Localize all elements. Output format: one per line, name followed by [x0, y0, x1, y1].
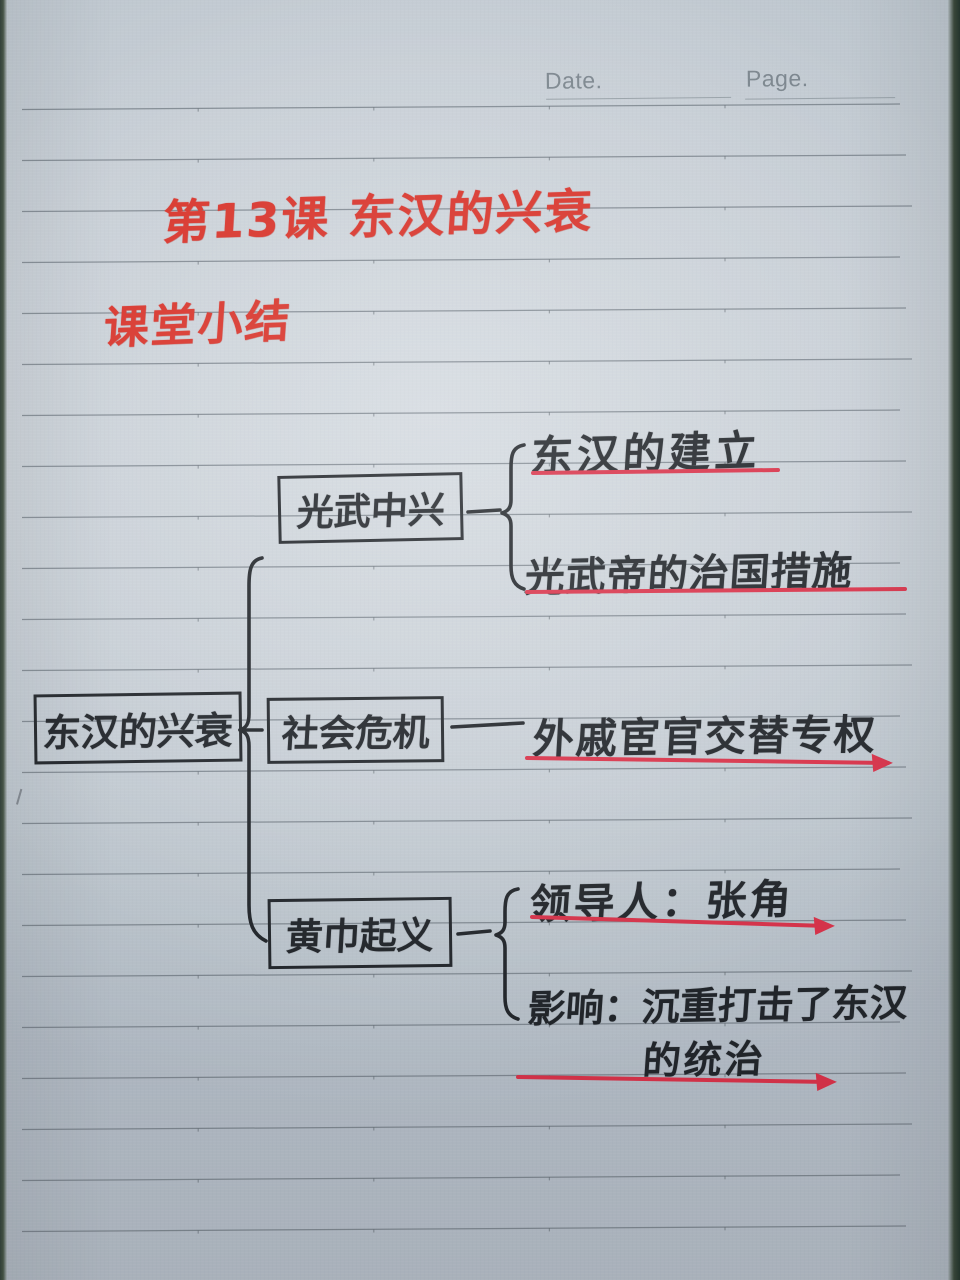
lesson-title: 第13课 东汉的兴衰 [161, 183, 596, 252]
branch-3-label: 黄巾起义 [284, 914, 436, 959]
leaf-branch1-item2: 光武帝的治国措施 [523, 548, 855, 602]
leaf-branch1-item1: 东汉的建立 [529, 425, 763, 482]
leaf-branch3-item2-line1: 影响：沉重打击了东汉 [526, 980, 910, 1032]
printed-header: Date. Page. [544, 64, 896, 102]
page-label: Page. [745, 65, 809, 92]
branch-2-label: 社会危机 [280, 711, 431, 756]
date-underline [546, 96, 732, 100]
mindmap-root-node: 东汉的兴衰 [33, 691, 243, 765]
mindmap-branch-node-2: 社会危机 [266, 696, 445, 764]
mindmap-branch-node-1: 光武中兴 [277, 472, 464, 544]
lesson-subtitle: 课堂小结 [102, 294, 294, 355]
mindmap-branch-node-3: 黄巾起义 [267, 896, 453, 970]
root-node-label: 东汉的兴衰 [41, 708, 235, 755]
date-label: Date. [544, 67, 603, 94]
leaf-branch2-item1: 外戚宦官交替专权 [531, 710, 879, 764]
leaf-branch3-item1: 领导人：张角 [528, 875, 796, 929]
leaf-branch3-item2-line2: 的统治 [641, 1036, 768, 1084]
branch-1-label: 光武中兴 [295, 488, 446, 535]
